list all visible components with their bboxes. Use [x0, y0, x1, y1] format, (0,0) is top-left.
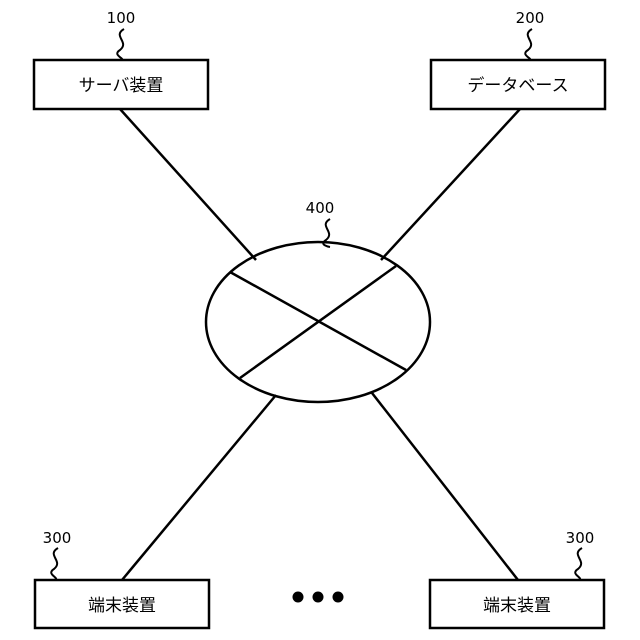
server-label: サーバ装置 [79, 76, 164, 96]
database-label: データベース [467, 75, 568, 96]
database-network-link [381, 109, 520, 260]
network-node: 400 [206, 199, 430, 402]
database-node: データベース 200 [431, 9, 605, 109]
right-terminal-network-link [372, 393, 518, 580]
ellipsis-dot-1 [293, 592, 304, 603]
terminal-left-ref-leader [51, 548, 58, 580]
terminal-label-right: 端末装置 [483, 596, 551, 616]
database-ref-leader [525, 29, 532, 60]
terminal-left-ref-label: 300 [43, 529, 72, 547]
database-ref-label: 200 [516, 9, 545, 27]
server-network-link [120, 109, 256, 260]
ellipsis-dots [293, 592, 344, 603]
network-cross-line-2 [240, 266, 396, 378]
server-ref-label: 100 [107, 9, 136, 27]
network-ref-label: 400 [306, 199, 335, 217]
left-terminal-network-link [122, 395, 276, 580]
server-ref-leader [117, 29, 124, 60]
ellipsis-dot-2 [313, 592, 324, 603]
ellipsis-dot-3 [333, 592, 344, 603]
terminal-right-ref-leader [575, 548, 582, 580]
terminal-right-ref-label: 300 [566, 529, 595, 547]
server-node: サーバ装置 100 [34, 9, 208, 109]
terminal-label-left: 端末装置 [88, 596, 156, 616]
